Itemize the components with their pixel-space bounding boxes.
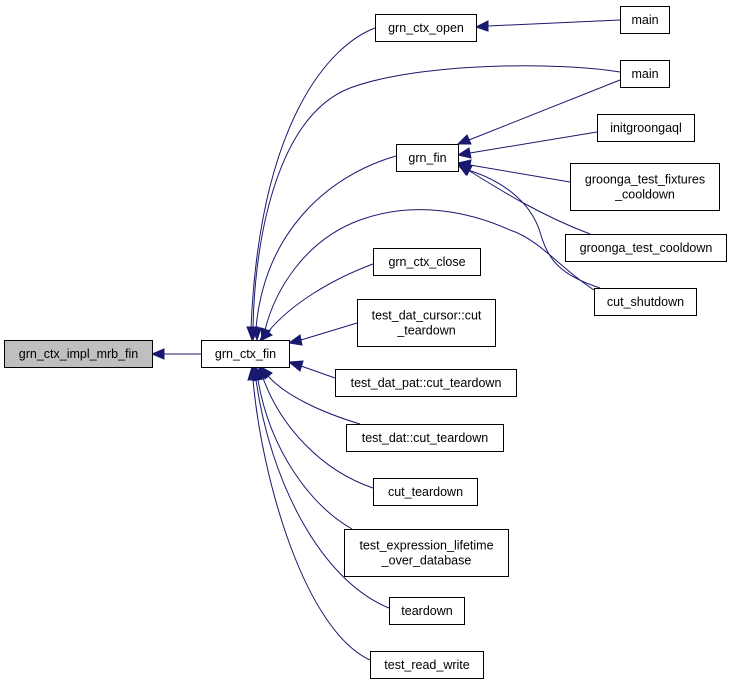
edge-line — [257, 379, 353, 530]
node-test_cooldown[interactable]: groonga_test_cooldown — [565, 234, 727, 262]
edge-line — [300, 322, 358, 341]
node-box[interactable] — [373, 478, 478, 506]
edge-fixtures_cooldown-to-grn_fin — [456, 159, 571, 183]
edge-main1-to-ctx_open — [474, 19, 621, 32]
edge-line — [267, 375, 361, 425]
edge-line — [264, 209, 595, 331]
node-pat_teardown[interactable]: test_dat_pat::cut_teardown — [335, 369, 517, 397]
node-main1[interactable]: main — [620, 6, 670, 34]
edge-read_write-to-ctx_fin — [247, 365, 371, 661]
arrowhead — [287, 334, 303, 346]
edge-line — [252, 65, 621, 329]
node-ctx_open[interactable]: grn_ctx_open — [375, 14, 477, 42]
node-grn_fin[interactable]: grn_fin — [396, 144, 459, 172]
node-label: test_dat_cursor::cut — [372, 309, 482, 323]
node-box[interactable] — [594, 288, 697, 316]
node-box[interactable] — [370, 651, 484, 679]
node-label: grn_ctx_fin — [215, 347, 276, 361]
edge-ctx_close-to-ctx_fin — [259, 263, 374, 342]
edge-ctx_open-to-ctx_fin — [246, 27, 376, 342]
arrowhead — [251, 326, 262, 342]
edge-line — [267, 263, 374, 333]
arrowhead — [150, 348, 165, 360]
node-initgroongaql[interactable]: initgroongaql — [597, 114, 695, 142]
node-label: _cooldown — [614, 188, 675, 202]
edge-cursor_teardown-to-ctx_fin — [287, 322, 358, 346]
node-label: _teardown — [396, 324, 455, 338]
node-box[interactable] — [346, 424, 504, 452]
arrowhead — [247, 365, 259, 381]
edge-line — [255, 155, 397, 329]
arrowhead — [287, 360, 304, 372]
node-label: test_dat_pat::cut_teardown — [351, 376, 502, 390]
edge-main2-to-grn_fin — [456, 79, 621, 145]
node-dat_teardown[interactable]: test_dat::cut_teardown — [346, 424, 504, 452]
nodes-layer: grn_ctx_impl_mrb_fin grn_ctx_fin grn_ctx_o… — [4, 6, 727, 679]
node-box[interactable] — [375, 14, 477, 42]
node-label: cut_teardown — [388, 485, 463, 499]
edge-pat_teardown-to-ctx_fin — [287, 360, 336, 379]
edge-cut_shutdown-to-grn_fin — [456, 164, 601, 289]
node-label: main — [631, 13, 658, 27]
arrowhead — [259, 328, 273, 342]
node-label: main — [631, 67, 658, 81]
arrowhead — [474, 20, 489, 32]
arrowhead — [456, 134, 472, 145]
node-label: groonga_test_fixtures — [585, 173, 705, 187]
node-label: grn_ctx_impl_mrb_fin — [19, 347, 139, 361]
edge-line — [262, 377, 374, 489]
node-cursor_teardown[interactable]: test_dat_cursor::cut_teardown — [357, 299, 496, 347]
edges-layer — [150, 19, 621, 661]
node-box[interactable] — [389, 597, 465, 625]
node-teardown[interactable]: teardown — [389, 597, 465, 625]
node-label: test_dat::cut_teardown — [362, 431, 489, 445]
node-label: initgroongaql — [610, 121, 682, 135]
node-cut_teardown[interactable]: cut_teardown — [373, 478, 478, 506]
node-label: cut_shutdown — [607, 295, 684, 309]
edge-line — [469, 131, 598, 154]
node-label: grn_ctx_close — [388, 255, 465, 269]
node-main2[interactable]: main — [620, 60, 670, 88]
node-expr_lifetime[interactable]: test_expression_lifetime_over_database — [344, 529, 509, 577]
node-fixtures_cooldown[interactable]: groonga_test_fixtures_cooldown — [570, 163, 720, 211]
edge-line — [300, 365, 336, 379]
node-box[interactable] — [373, 248, 481, 276]
node-label: _over_database — [381, 554, 472, 568]
node-cut_shutdown[interactable]: cut_shutdown — [594, 288, 697, 316]
node-read_write[interactable]: test_read_write — [370, 651, 484, 679]
node-box[interactable] — [4, 340, 153, 368]
node-box[interactable] — [357, 299, 496, 347]
edge-line — [467, 169, 601, 289]
arrowhead — [456, 147, 472, 159]
edge-line — [252, 379, 371, 661]
edge-grn_fin-to-ctx_fin — [251, 155, 397, 342]
node-label: teardown — [401, 604, 452, 618]
node-ctx_fin[interactable]: grn_ctx_fin — [201, 340, 290, 368]
node-label: grn_ctx_open — [388, 21, 464, 35]
edge-ctx_fin-to-impl — [150, 348, 201, 360]
edge-line — [250, 27, 376, 329]
node-box[interactable] — [201, 340, 290, 368]
node-label: test_expression_lifetime — [359, 539, 493, 553]
arrowhead — [456, 164, 473, 176]
node-box[interactable] — [335, 369, 517, 397]
node-label: groonga_test_cooldown — [580, 241, 713, 255]
edge-initgroongaql-to-grn_fin — [456, 131, 598, 159]
node-ctx_close[interactable]: grn_ctx_close — [373, 248, 481, 276]
edge-line — [468, 79, 621, 141]
node-impl[interactable]: grn_ctx_impl_mrb_fin — [4, 340, 153, 368]
node-box[interactable] — [620, 6, 670, 34]
node-box[interactable] — [344, 529, 509, 577]
edge-line — [255, 379, 390, 609]
edge-line — [487, 19, 621, 27]
node-box[interactable] — [597, 114, 695, 142]
node-box[interactable] — [620, 60, 670, 88]
node-label: test_read_write — [384, 658, 470, 672]
edge-line — [469, 164, 571, 183]
node-box[interactable] — [565, 234, 727, 262]
node-box[interactable] — [396, 144, 459, 172]
node-label: grn_fin — [408, 151, 446, 165]
node-box[interactable] — [570, 163, 720, 211]
